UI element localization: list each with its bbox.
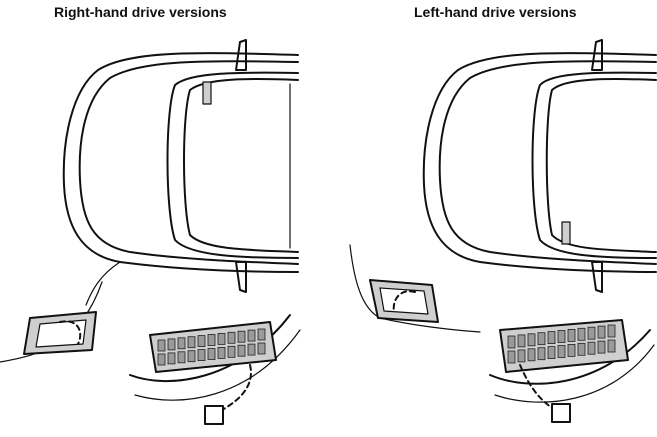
fuse — [587, 326, 596, 340]
car-top-view — [349, 39, 657, 319]
glovebox-panel-detail — [369, 279, 481, 333]
fuse — [557, 345, 566, 358]
diagram-left-hand-drive — [349, 39, 657, 423]
fuse — [197, 349, 206, 362]
fuse — [247, 343, 256, 356]
fuse-box-detail — [489, 319, 655, 423]
fuse — [597, 325, 606, 339]
fuse — [607, 324, 616, 338]
fuse — [557, 330, 566, 343]
fuse — [547, 346, 556, 360]
panel-title-right-hand-drive: Right-hand drive versions — [54, 4, 227, 20]
fuse — [207, 348, 216, 360]
fuse — [157, 353, 166, 366]
fuse — [227, 345, 236, 358]
fuse-box-detail — [129, 314, 301, 425]
fuse-puller-icon — [204, 405, 224, 425]
fuse — [237, 330, 246, 343]
fuse — [217, 332, 226, 345]
fuse — [197, 335, 206, 348]
fuse — [507, 335, 516, 349]
fuse — [537, 332, 546, 346]
fuse-puller-icon — [551, 403, 571, 423]
fuse — [507, 350, 516, 364]
fuse — [517, 349, 526, 363]
fuse — [537, 347, 546, 361]
fuse — [157, 339, 166, 352]
fuse — [547, 331, 556, 345]
fuse — [597, 340, 606, 354]
fuse — [587, 341, 596, 355]
fuse — [207, 334, 216, 346]
fuse — [177, 337, 186, 350]
fuse — [167, 352, 176, 365]
diagram-right-hand-drive — [0, 39, 301, 425]
fuse — [577, 342, 586, 356]
fuse — [257, 342, 266, 355]
hood-release-marker — [561, 221, 571, 245]
fuse — [527, 333, 536, 347]
hood-release-marker — [202, 81, 212, 105]
fuse — [187, 336, 196, 349]
fuse — [257, 328, 266, 341]
glovebox-panel-detail — [0, 281, 103, 363]
fuse — [167, 338, 176, 351]
fuse — [527, 348, 536, 362]
fuse — [567, 343, 576, 357]
fuse — [217, 346, 226, 359]
car-top-view — [62, 39, 299, 306]
fuse — [237, 344, 246, 357]
panel-title-left-hand-drive: Left-hand drive versions — [414, 4, 577, 20]
fuse — [227, 331, 236, 344]
fuse — [187, 350, 196, 363]
fuse — [247, 329, 256, 342]
fuse — [577, 327, 586, 341]
fuse — [567, 328, 576, 342]
fuse — [177, 351, 186, 364]
fuse — [607, 339, 616, 353]
fuse — [517, 334, 526, 348]
